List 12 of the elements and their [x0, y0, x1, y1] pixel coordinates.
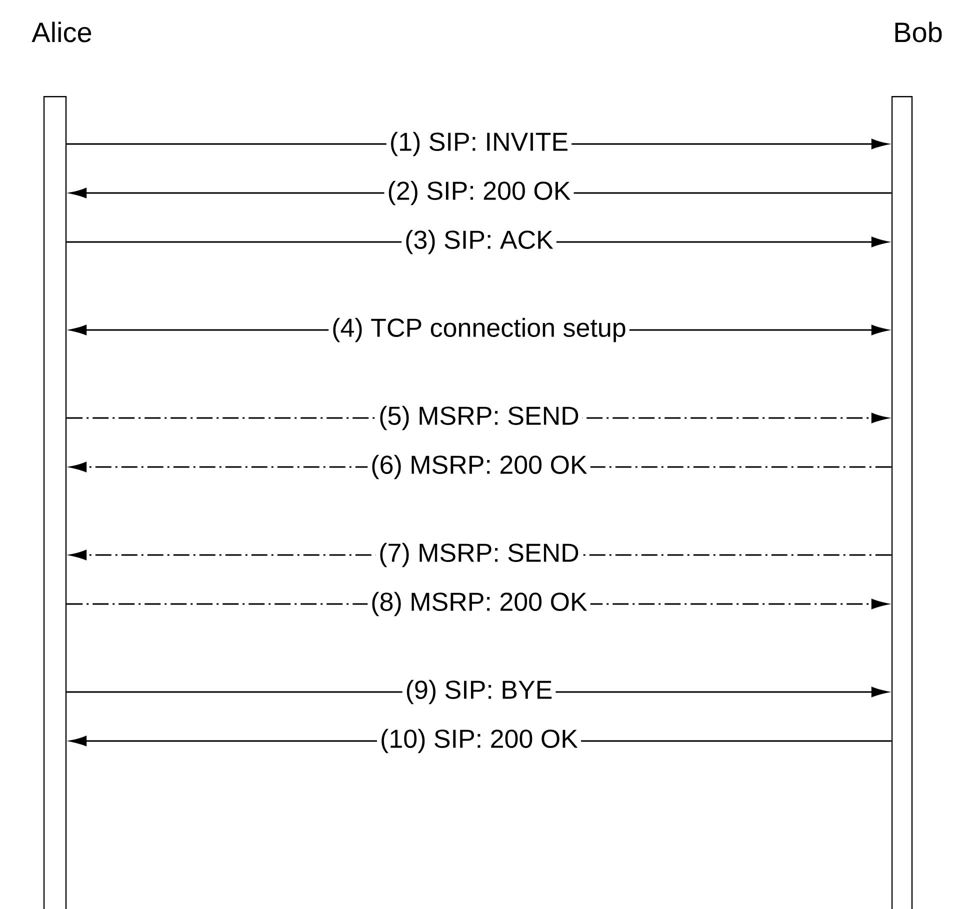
participant-name: Bob — [895, 22, 942, 42]
edge-label: (3) SIP: ACK — [402, 228, 556, 256]
participant-name: Alice — [32, 22, 92, 42]
edge-label: (5) MSRP: SEND — [376, 404, 582, 432]
edge-label: (7) MSRP: SEND — [376, 542, 582, 568]
edge-label: (8) MSRP: 200 OK — [368, 590, 590, 618]
edge-label: (10) SIP: 200 OK — [377, 728, 581, 754]
edge-label: (2) SIP: 200 OK — [384, 180, 574, 206]
edge-label: (6) MSRP: 200 OK — [368, 454, 590, 480]
edge-label: (4) TCP connection setup — [328, 316, 630, 344]
edge-label: (9) SIP: BYE — [402, 678, 556, 706]
edge-label: (1) SIP: INVITE — [386, 130, 572, 158]
